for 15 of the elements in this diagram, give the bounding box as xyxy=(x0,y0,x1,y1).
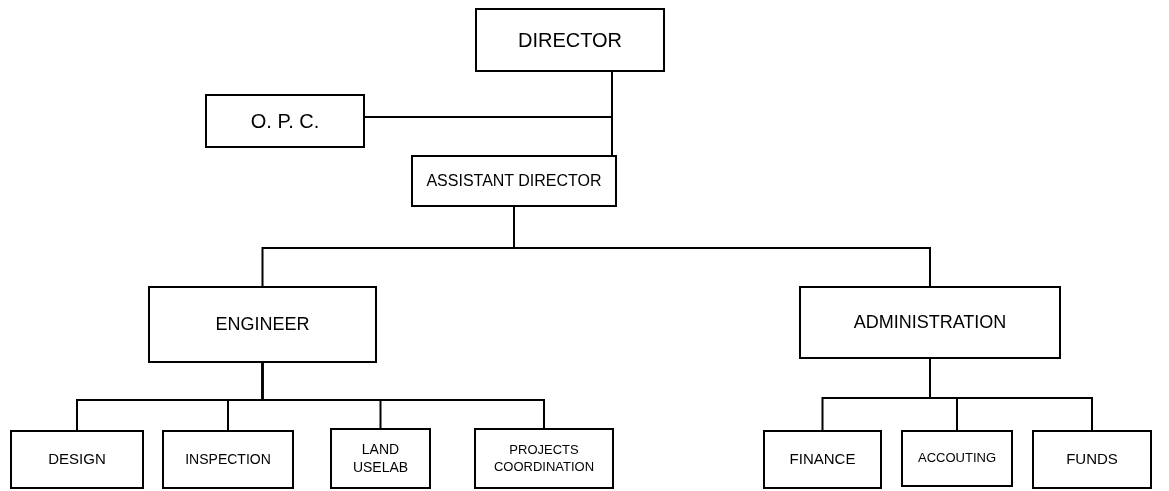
connector-line xyxy=(261,362,545,429)
org-box: ADMINISTRATION xyxy=(799,286,1061,359)
org-box: DIRECTOR xyxy=(475,8,665,72)
org-box: FUNDS xyxy=(1032,430,1152,489)
org-box: LAND USELAB xyxy=(330,428,431,489)
org-box: DESIGN xyxy=(10,430,144,489)
connector-line xyxy=(929,358,1093,431)
org-box: O. P. C. xyxy=(205,94,365,148)
org-box: ACCOUTING xyxy=(901,430,1013,487)
org-box: FINANCE xyxy=(763,430,882,489)
org-box: PROJECTS COORDINATION xyxy=(474,428,614,489)
org-box: INSPECTION xyxy=(162,430,294,489)
connector-line xyxy=(364,71,613,118)
org-box: ENGINEER xyxy=(148,286,377,363)
org-box: ASSISTANT DIRECTOR xyxy=(411,155,617,207)
